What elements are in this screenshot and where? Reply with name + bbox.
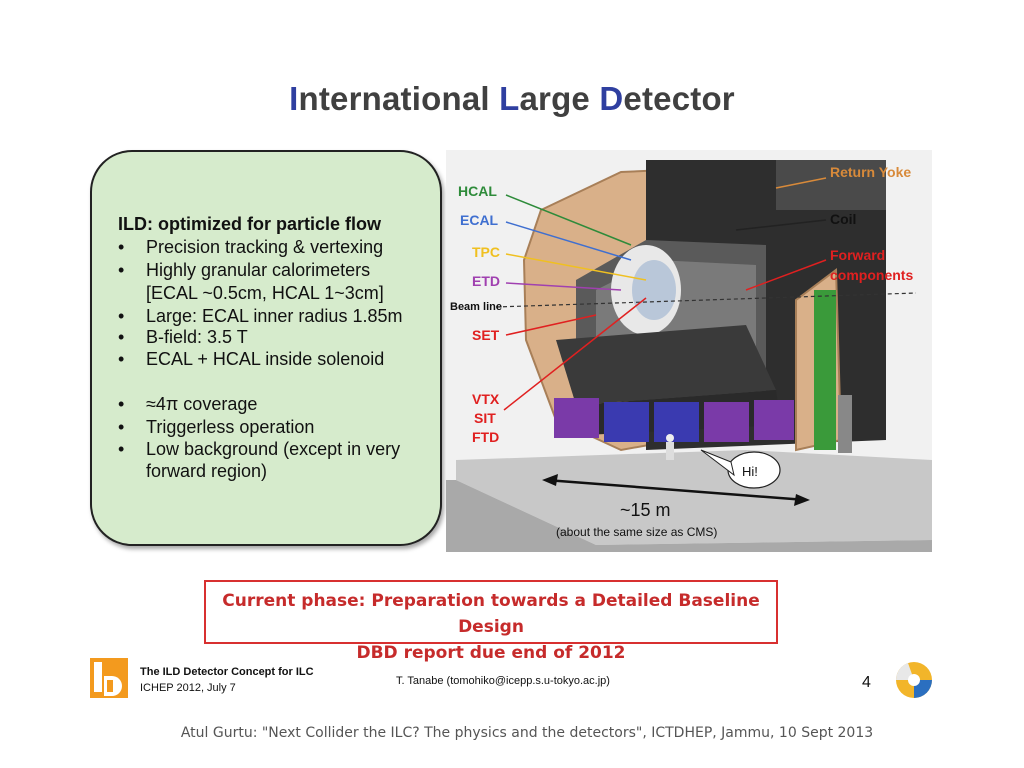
bullet-item: • Triggerless operation xyxy=(118,416,314,438)
label-size-note: (about the same size as CMS) xyxy=(556,525,718,539)
label-return-yoke: Return Yoke xyxy=(830,164,912,180)
detector-illustration xyxy=(446,160,932,552)
detector-figure: HCAL ECAL TPC ETD Beam line SET VTX SIT … xyxy=(446,150,932,552)
bullet-text: Highly granular calorimeters xyxy=(146,260,371,280)
bullet-item: • Large: ECAL inner radius 1.85m xyxy=(118,305,402,327)
bullet-item: • Highly granular calorimeters xyxy=(118,259,370,281)
bullet-text: Low background (except in very xyxy=(146,439,401,459)
bullet-box xyxy=(90,150,442,546)
label-coil: Coil xyxy=(830,211,857,227)
bullet-item: • B-field: 3.5 T xyxy=(118,326,248,348)
bullet-item: • ECAL + HCAL inside solenoid xyxy=(118,348,384,370)
label-ftd: FTD xyxy=(472,429,500,445)
bullet-marker: • xyxy=(118,260,125,280)
bullet-marker: • xyxy=(118,394,125,414)
bullet-marker: • xyxy=(118,327,125,347)
title-letter-d: D xyxy=(599,80,624,117)
label-ecal: ECAL xyxy=(460,212,499,228)
label-tpc: TPC xyxy=(472,244,500,260)
label-vtx: VTX xyxy=(472,391,500,407)
label-beam-line: Beam line xyxy=(450,301,502,313)
ild-logo-icon xyxy=(90,658,128,698)
bullet-continuation: forward region) xyxy=(146,461,268,481)
page-number: 4 xyxy=(862,674,871,691)
bullet-item: • ≈4π coverage xyxy=(118,393,257,415)
label-etd: ETD xyxy=(472,273,500,289)
bullet-marker: • xyxy=(118,349,125,369)
label-hi: Hi! xyxy=(742,464,758,479)
phase-line-2: DBD report due end of 2012 xyxy=(356,643,626,663)
label-forward: Forward xyxy=(830,247,886,263)
bullet-marker: • xyxy=(118,439,125,459)
title-part-3: etector xyxy=(623,80,735,117)
bullet-item: • Low background (except in very xyxy=(118,438,400,460)
phase-box: Current phase: Preparation towards a Det… xyxy=(204,580,778,663)
label-set: SET xyxy=(472,327,500,343)
title-part-2: arge xyxy=(519,80,600,117)
bullet-text: ≈4π coverage xyxy=(146,394,258,414)
title-letter-i: I xyxy=(289,80,299,117)
label-size: ~15 m xyxy=(620,500,671,520)
slide-credit: Atul Gurtu: "Next Collider the ILC? The … xyxy=(180,725,874,741)
bullet-heading: ILD: optimized for particle flow xyxy=(118,214,382,234)
bullet-item: • Precision tracking & vertexing xyxy=(118,236,383,258)
bullet-text: B-field: 3.5 T xyxy=(146,327,248,347)
title-part-1: nternational xyxy=(298,80,500,117)
bullet-marker: • xyxy=(118,417,125,437)
label-hcal: HCAL xyxy=(458,183,497,199)
label-sit: SIT xyxy=(474,410,496,426)
bullet-continuation: [ECAL ~0.5cm, HCAL 1~3cm] xyxy=(146,283,384,303)
slide-title: International Large Detector xyxy=(0,80,1024,118)
phase-line-1: Current phase: Preparation towards a Det… xyxy=(222,591,760,637)
footer-conference: ICHEP 2012, July 7 xyxy=(140,682,236,694)
label-components: components xyxy=(830,267,914,283)
footer-name: The ILD Detector Concept for ILC xyxy=(140,666,314,678)
title-letter-l: L xyxy=(499,80,520,117)
footer-author: T. Tanabe (tomohiko@icepp.s.u-tokyo.ac.j… xyxy=(396,675,610,687)
bullet-text: Precision tracking & vertexing xyxy=(146,237,384,257)
bullet-marker: • xyxy=(118,237,125,257)
bullet-text: ECAL + HCAL inside solenoid xyxy=(146,349,385,369)
bullet-text: Large: ECAL inner radius 1.85m xyxy=(146,306,403,326)
university-logo-icon xyxy=(896,662,932,698)
bullet-marker: • xyxy=(118,306,125,326)
bullet-text: Triggerless operation xyxy=(146,417,315,437)
